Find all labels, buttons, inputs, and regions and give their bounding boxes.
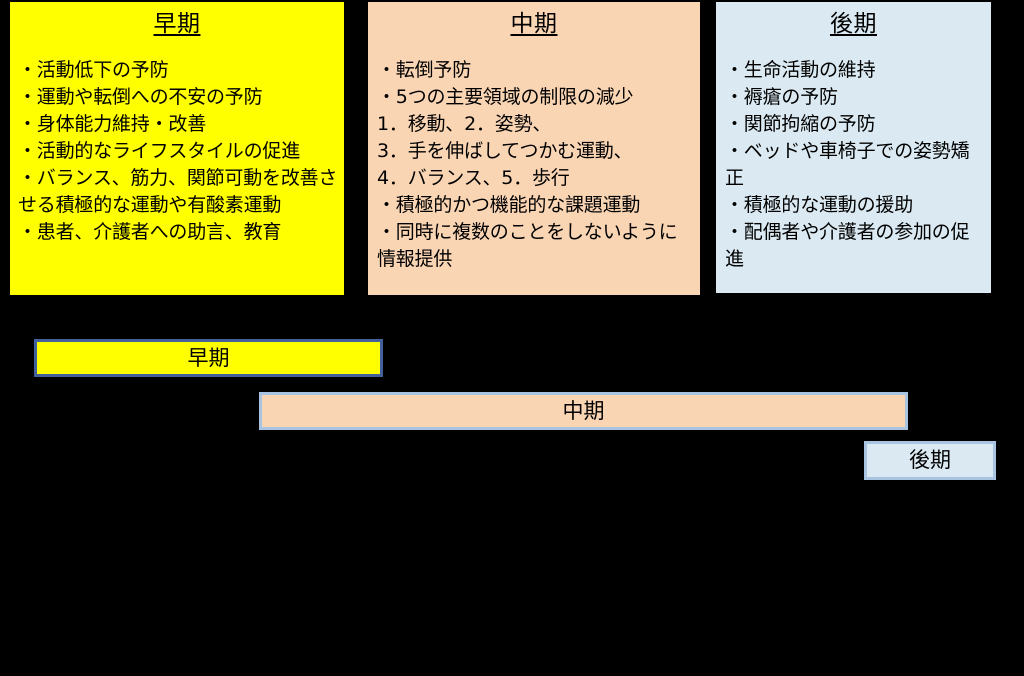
- timeline-bar-early: 早期: [34, 339, 383, 377]
- phase-panel-early-line: ・活動低下の予防: [18, 58, 169, 81]
- phase-panel-middle: 中期 ・転倒予防 ・5つの主要領域の制限の減少 1．移動、2．姿勢、 3．手を伸…: [368, 2, 700, 295]
- phase-panel-early-line: ・活動的なライフスタイルの促進: [18, 139, 301, 162]
- phase-panel-late-line: ・生命活動の維持: [725, 58, 876, 81]
- phase-panel-early-title: 早期: [153, 11, 201, 37]
- phase-panel-middle-line: ・転倒予防: [377, 58, 472, 81]
- phase-panel-late-body: ・生命活動の維持 ・褥瘡の予防 ・関節拘縮の予防 ・ベッドや車椅子での姿勢矯正 …: [716, 39, 991, 273]
- phase-panel-early-line: ・運動や転倒への不安の予防: [18, 85, 263, 108]
- phase-panel-middle-line: ・5つの主要領域の制限の減少: [377, 85, 634, 108]
- phase-panel-early-line: ・患者、介護者への助言、教育: [18, 220, 282, 243]
- timeline-bar-early-label: 早期: [187, 345, 230, 370]
- timeline-bar-middle-label: 中期: [562, 398, 605, 423]
- phase-panel-middle-title: 中期: [510, 11, 558, 37]
- phase-panel-early-line: ・バランス、筋力、関節可動を改善させる積極的な運動や有酸素運動: [18, 166, 338, 216]
- phase-panel-early: 早期 ・活動低下の予防 ・運動や転倒への不安の予防 ・身体能力維持・改善 ・活動…: [10, 2, 344, 295]
- phase-panel-early-line: ・身体能力維持・改善: [18, 112, 207, 135]
- phase-panel-late-line: ・ベッドや車椅子での姿勢矯正: [725, 139, 970, 189]
- phase-panel-middle-body: ・転倒予防 ・5つの主要領域の制限の減少 1．移動、2．姿勢、 3．手を伸ばして…: [368, 39, 700, 273]
- phase-panel-late-title: 後期: [830, 11, 877, 37]
- phase-panel-early-body: ・活動低下の予防 ・運動や転倒への不安の予防 ・身体能力維持・改善 ・活動的なラ…: [10, 39, 344, 246]
- timeline-bar-middle: 中期: [259, 392, 908, 430]
- phase-panel-late: 後期 ・生命活動の維持 ・褥瘡の予防 ・関節拘縮の予防 ・ベッドや車椅子での姿勢…: [716, 2, 991, 293]
- phase-panel-late-line: ・配偶者や介護者の参加の促進: [725, 220, 970, 270]
- phase-panel-late-line: ・積極的な運動の援助: [725, 193, 914, 216]
- timeline-bar-late-label: 後期: [909, 448, 951, 472]
- phase-panel-middle-line: 4．バランス、5．歩行: [377, 166, 570, 189]
- phase-panel-middle-line: 1．移動、2．姿勢、: [377, 112, 552, 135]
- phase-panel-late-line: ・関節拘縮の予防: [725, 112, 876, 135]
- timeline-bar-late: 後期: [864, 441, 996, 480]
- phase-panel-middle-line: ・同時に複数のことをしないように情報提供: [377, 220, 678, 270]
- phase-panel-middle-line: ・積極的かつ機能的な課題運動: [377, 193, 641, 216]
- phase-panel-middle-line: 3．手を伸ばしてつかむ運動、: [377, 139, 633, 162]
- phase-panel-late-line: ・褥瘡の予防: [725, 85, 838, 108]
